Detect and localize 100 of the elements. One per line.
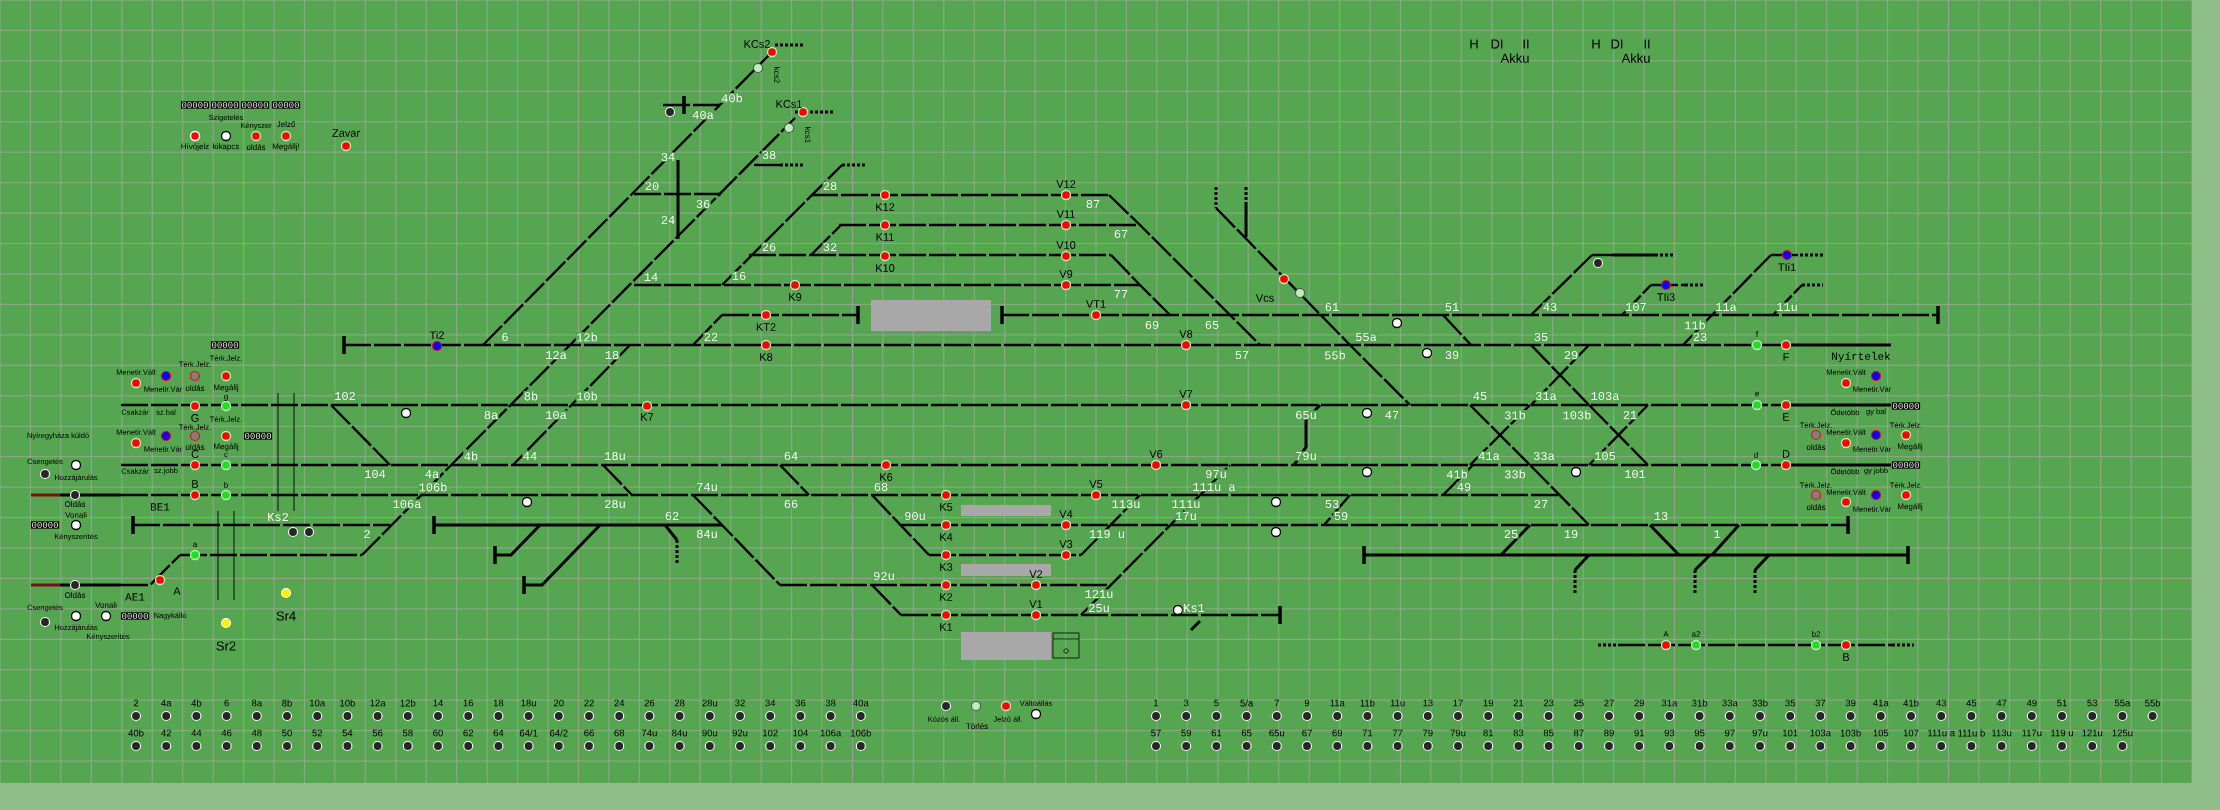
button-label: 113u xyxy=(1992,729,2012,737)
button-label: 14 xyxy=(433,699,443,707)
button-caption: Vonali xyxy=(95,602,117,608)
switch-number: 106b xyxy=(418,482,448,492)
switch-number: 10a xyxy=(544,410,568,420)
button-label: 64/1 xyxy=(519,729,538,737)
switch-number: 35 xyxy=(1533,332,1549,342)
indicator-label: II xyxy=(1523,39,1529,49)
button-label: 39 xyxy=(1845,699,1856,707)
button-caption: d xyxy=(1754,452,1758,458)
button-label: 55b xyxy=(2145,699,2161,707)
switch-number: 25 xyxy=(1503,529,1519,539)
signal-name: V2 xyxy=(1029,570,1043,578)
button-caption: Megállj! xyxy=(272,143,300,151)
button-label: 54 xyxy=(342,729,353,737)
button-label: 64 xyxy=(493,729,504,737)
switch-number: 25u xyxy=(1087,603,1111,613)
signal-name: G xyxy=(191,414,199,422)
signal-name: VT1 xyxy=(1085,300,1106,308)
switch-number: 28 xyxy=(822,181,838,191)
signal-name: Zavar xyxy=(332,129,360,137)
indicator-label: Akku xyxy=(1500,53,1529,63)
switch-number: Ks1 xyxy=(1182,603,1206,613)
signal-name: V4 xyxy=(1059,510,1073,518)
button-label: 77 xyxy=(1392,729,1403,737)
button-label: 10a xyxy=(310,699,326,707)
indicator-label: H xyxy=(1470,39,1478,49)
button-label: 16 xyxy=(463,699,474,707)
button-label: 117u xyxy=(2022,729,2042,737)
switch-number: 1 xyxy=(1712,529,1722,539)
button-label: 65u xyxy=(1269,729,1285,737)
button-caption: f xyxy=(1756,331,1759,337)
switch-number: 4a xyxy=(424,469,440,479)
button-label: 106a xyxy=(820,729,842,737)
signal-name: K11 xyxy=(876,233,894,241)
button-label: 59 xyxy=(1181,729,1192,737)
button-label: 23 xyxy=(1543,699,1554,707)
switch-number: 87 xyxy=(1085,199,1101,209)
button-caption: Oldás xyxy=(64,501,86,507)
switch-number: 79u xyxy=(1294,451,1318,461)
switch-number: 92u xyxy=(872,571,896,581)
button-caption: a2 xyxy=(1691,631,1701,637)
station-label: AE1 xyxy=(125,593,145,601)
button-label: 97u xyxy=(1752,729,1768,737)
button-label: 49 xyxy=(2026,699,2037,707)
signal-name: K12 xyxy=(876,203,895,211)
button-label: 111u b xyxy=(1958,729,1985,737)
switch-number: 44 xyxy=(522,451,538,461)
button-label: 50 xyxy=(282,729,292,737)
button-caption: oldás xyxy=(1806,444,1826,450)
switch-number: 103b xyxy=(1562,410,1592,420)
signal-name: V11 xyxy=(1056,210,1075,218)
button-label: 5 xyxy=(1214,699,1219,707)
button-label: 29 xyxy=(1634,699,1645,707)
switch-number: 49 xyxy=(1456,482,1472,492)
button-caption: A xyxy=(1663,631,1669,637)
indicator-label: DI xyxy=(1611,39,1623,49)
button-caption: Törlés xyxy=(966,723,988,729)
switch-number: 38 xyxy=(761,150,777,160)
switch-number: 69 xyxy=(1144,320,1160,330)
switch-number: 10b xyxy=(575,391,599,401)
button-label: 37 xyxy=(1815,699,1826,707)
switch-number: 41a xyxy=(1477,451,1501,461)
button-label: 11a xyxy=(1330,699,1345,707)
switch-number: 45 xyxy=(1472,391,1488,401)
switch-number: 8b xyxy=(523,391,539,401)
button-label: 79u xyxy=(1450,729,1466,737)
station-label: Nyírtelek xyxy=(1832,351,1891,363)
signal-name: B xyxy=(1843,653,1850,661)
button-label: 57 xyxy=(1151,729,1161,737)
button-label: 105 xyxy=(1873,729,1889,737)
counter-display: 00000 xyxy=(1891,402,1921,410)
button-caption: Oldás xyxy=(64,592,86,598)
button-label: 121u xyxy=(2082,729,2103,737)
switch-number: 17u xyxy=(1174,511,1198,521)
button-label: 67 xyxy=(1302,729,1312,737)
button-label: 74u xyxy=(641,729,657,737)
switch-number: 23 xyxy=(1692,332,1708,342)
signal-name: V9 xyxy=(1059,270,1073,278)
button-label: 84u xyxy=(672,729,687,737)
switch-number: 22 xyxy=(703,332,719,342)
button-label: 55a xyxy=(2114,699,2131,707)
signal-name: V12 xyxy=(1056,180,1076,188)
button-label: 11u xyxy=(1390,699,1405,707)
switch-number: 4b xyxy=(463,451,479,461)
switch-number: 111u a xyxy=(1191,482,1237,492)
switch-number: 84u xyxy=(695,529,719,539)
switch-number: 26 xyxy=(761,242,777,252)
button-label: 51 xyxy=(2057,699,2067,707)
button-label: 40b xyxy=(128,729,144,737)
switch-number: 34 xyxy=(660,152,676,162)
signal-name: K7 xyxy=(641,413,654,421)
switch-number: 66 xyxy=(783,499,799,509)
switch-number: 74u xyxy=(695,482,719,492)
button-label: 107 xyxy=(1903,729,1919,737)
button-label: 8a xyxy=(251,699,263,707)
switch-number: 47 xyxy=(1384,410,1400,420)
switch-number: 11b xyxy=(1683,320,1707,330)
button-caption: e xyxy=(1755,391,1759,397)
button-label: 101 xyxy=(1783,729,1798,737)
